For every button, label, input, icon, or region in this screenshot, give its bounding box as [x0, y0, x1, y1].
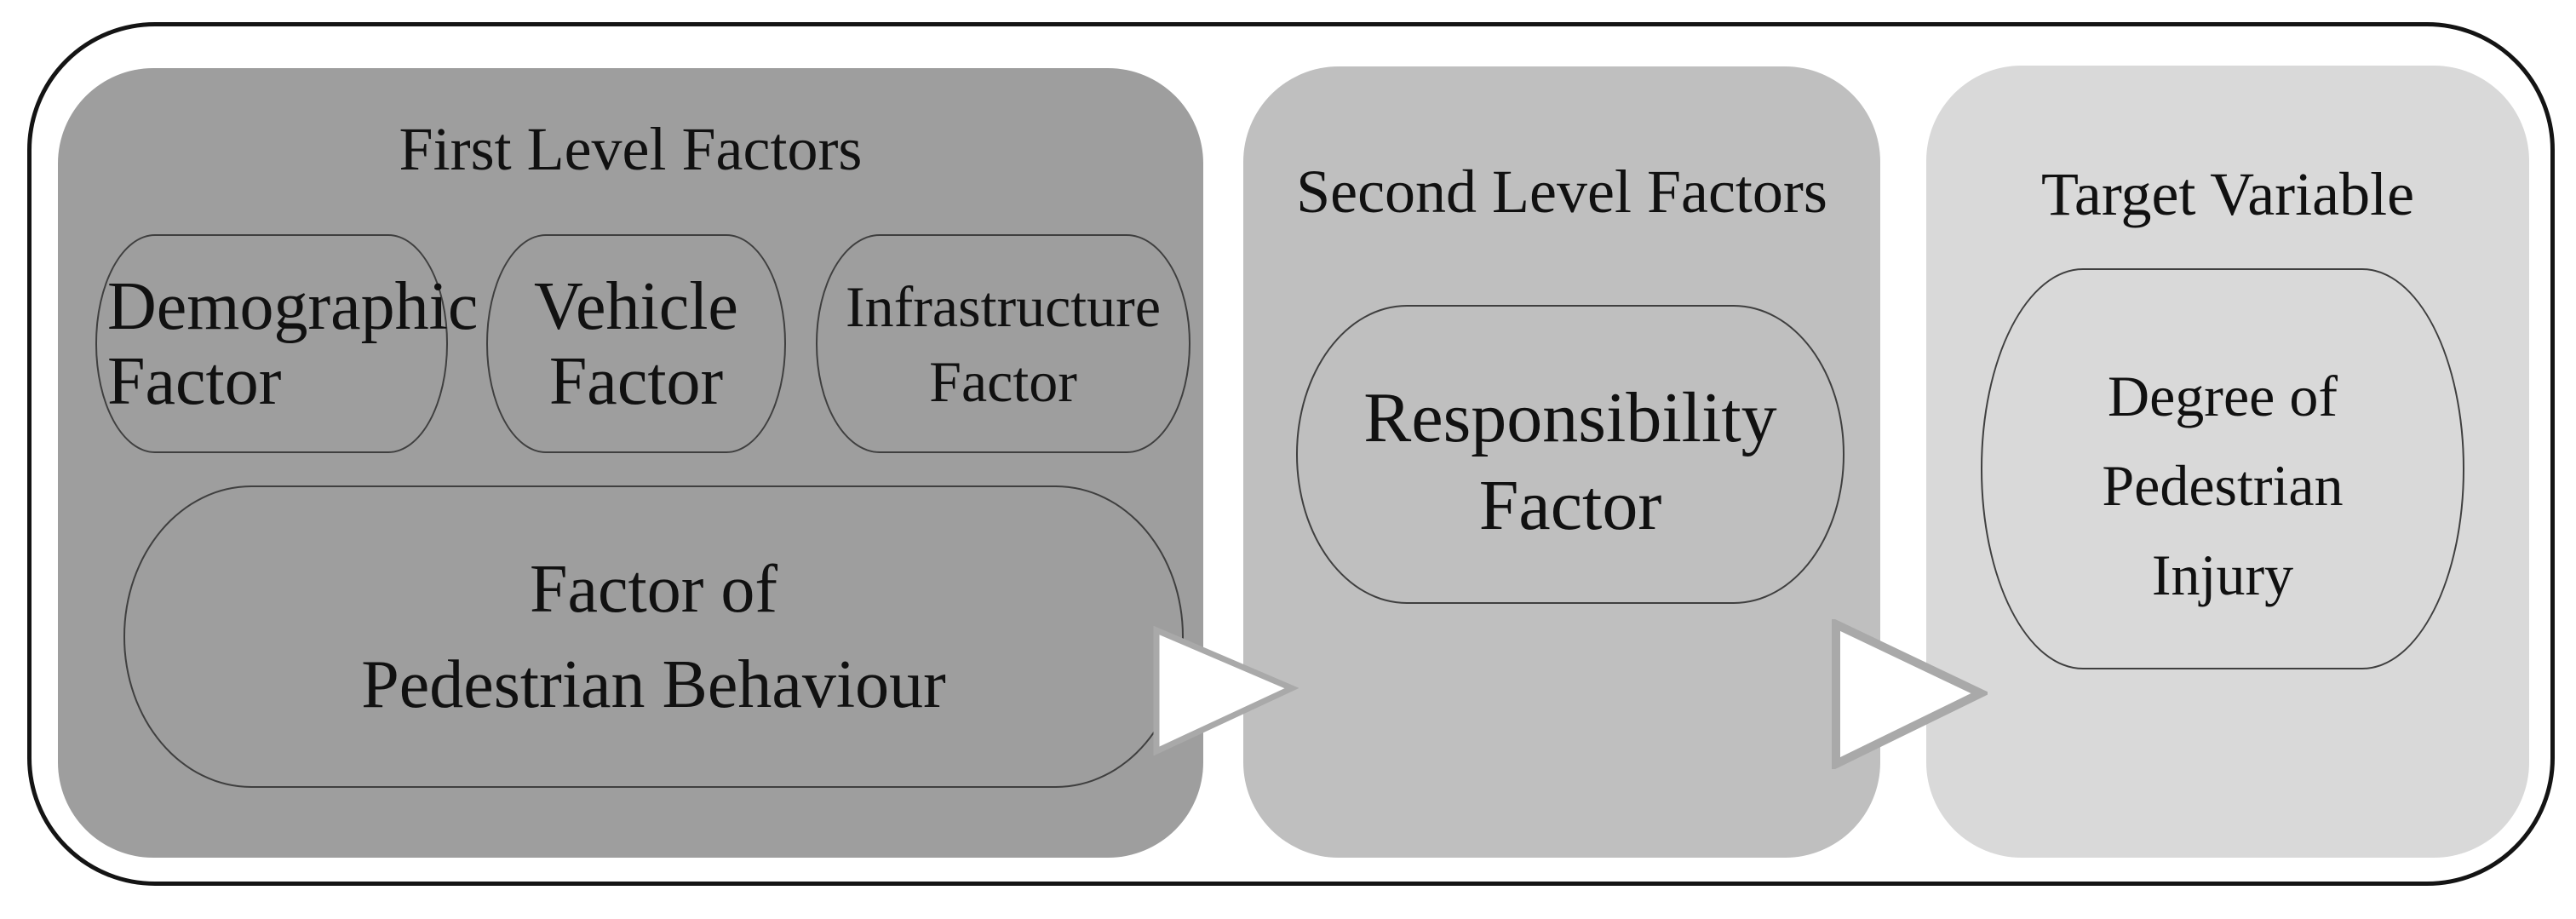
box-label-line: Infrastructure [845, 273, 1161, 339]
box-responsibility-factor: Responsibility Factor [1296, 305, 1845, 604]
box-label-line: Responsibility [1363, 377, 1777, 457]
box-pedestrian-behaviour-factor: Factor of Pedestrian Behaviour [123, 485, 1184, 788]
box-demographic-factor: Demographic Factor [95, 234, 478, 453]
panel-title-first-level: First Level Factors [399, 115, 863, 183]
box-infrastructure-factor: Infrastructure Factor [816, 234, 1190, 453]
box-label-line: Factor of [529, 551, 777, 627]
panel-second-level-factors: Second Level Factors Responsibility Fact… [1243, 66, 1880, 858]
box-degree-of-pedestrian-injury: Degree of Pedestrian Injury [1981, 268, 2464, 669]
box-label-line: Factor [929, 348, 1077, 414]
box-vehicle-factor: Vehicle Factor [486, 234, 786, 453]
box-label-line: Demographic [107, 268, 479, 344]
box-label-line: Pedestrian [2102, 453, 2344, 518]
panel-target-variable: Target Variable Degree of Pedestrian Inj… [1926, 66, 2529, 858]
box-label-line: Injury [2151, 543, 2294, 607]
panel-first-level-factors: First Level Factors Demographic Factor V… [58, 68, 1203, 858]
box-label-line: Factor [107, 343, 282, 419]
panel-title-target-variable: Target Variable [2040, 160, 2415, 228]
box-label-line: Pedestrian Behaviour [361, 646, 946, 722]
arrow-triangle [1153, 626, 1299, 755]
arrow-triangle [1832, 619, 1988, 769]
box-label-line: Vehicle [534, 268, 738, 344]
arrow-right-icon [1832, 619, 1988, 769]
arrow-right-icon [1153, 626, 1299, 755]
box-label-line: Degree of [2108, 364, 2338, 428]
panel-title-second-level: Second Level Factors [1296, 158, 1827, 226]
box-label-line: Factor [1478, 465, 1662, 545]
box-label-line: Factor [548, 343, 724, 419]
